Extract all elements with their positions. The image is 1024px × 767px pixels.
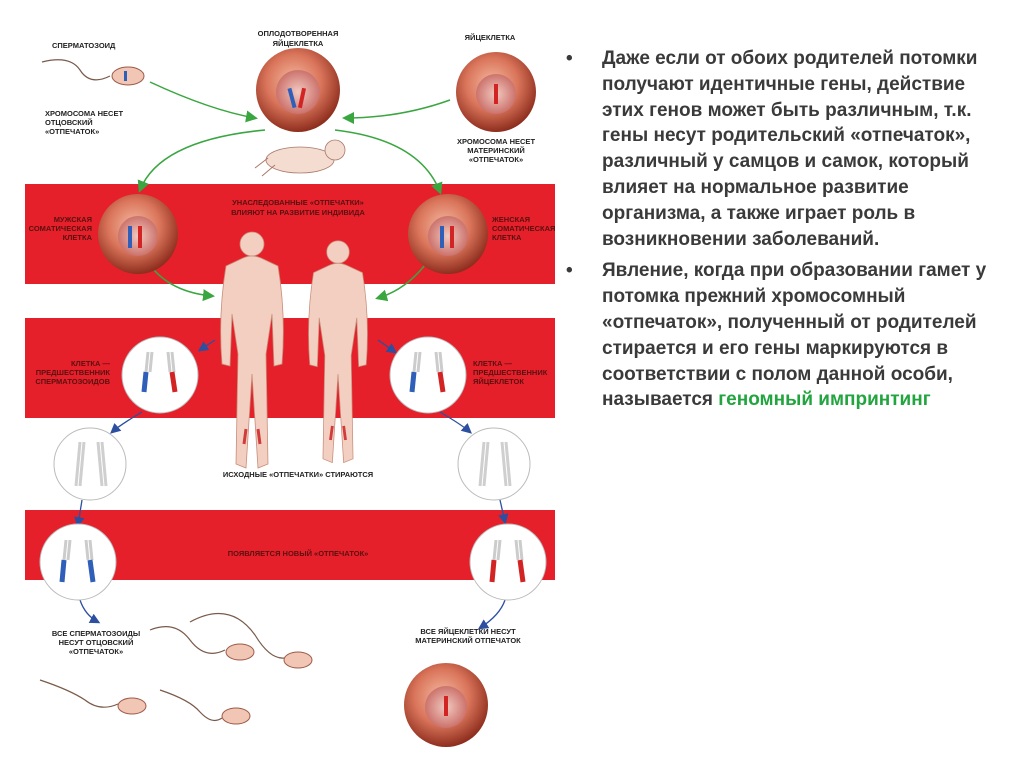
label-inherited-2: ВЛИЯЮТ НА РАЗВИТИЕ ИНДИВИДА	[231, 208, 365, 217]
arrow-zygote-to-female	[334, 129, 443, 195]
baby-illustration	[254, 139, 346, 177]
red-band-2	[25, 318, 555, 418]
zygote-cell	[256, 48, 340, 132]
genomic-imprinting-diagram: СПЕРМАТОЗОИД ХРОМОСОМА НЕСЕТ ОТЦОВСКИЙ «…	[25, 29, 555, 747]
egg-precursor-cell	[389, 336, 467, 414]
label-egg: ЯЙЦЕКЛЕТКА	[465, 33, 516, 42]
label-female-cell-2: СОМАТИЧЕСКАЯ	[492, 224, 555, 233]
label-all-sperm-2: НЕСУТ ОТЦОВСКИЙ	[59, 638, 134, 647]
label-zygote-2: ЯЙЦЕКЛЕТКА	[273, 39, 324, 48]
sperm-illustration	[41, 59, 145, 86]
label-maternal-3: «ОТПЕЧАТОК»	[469, 155, 523, 164]
label-sperm-precursor-2: ПРЕДШЕСТВЕННИК	[36, 368, 111, 377]
erased-cell-right	[457, 427, 531, 501]
egg-cell-bottom	[404, 663, 488, 747]
label-new-imprint: ПОЯВЛЯЕТСЯ НОВЫЙ «ОТПЕЧАТОК»	[228, 549, 369, 558]
label-male-cell-2: СОМАТИЧЕСКАЯ	[29, 224, 92, 233]
label-egg-precursor-3: ЯЙЦЕКЛЕТОК	[473, 377, 524, 386]
label-all-sperm-3: «ОТПЕЧАТОК»	[69, 647, 123, 656]
label-female-cell-1: ЖЕНСКАЯ	[491, 215, 530, 224]
bullet-2-text: Явление, когда при образовании гамет у п…	[602, 260, 987, 411]
arrow-precursor-to-erased-left	[110, 411, 143, 434]
label-erased: ИСХОДНЫЕ «ОТПЕЧАТКИ» СТИРАЮТСЯ	[223, 470, 373, 479]
sperm-group	[39, 612, 313, 725]
label-female-cell-3: КЛЕТКА	[492, 233, 522, 242]
label-egg-precursor-2: ПРЕДШЕСТВЕННИК	[473, 368, 548, 377]
arrow-zygote-to-male	[137, 129, 266, 193]
arrow-new-to-eggs	[477, 599, 506, 630]
arrow-female-cell-to-body	[375, 264, 426, 302]
sperm-precursor-cell	[121, 336, 199, 414]
bullet-1-text: Даже если от обоих родителей потомки пол…	[602, 48, 978, 250]
erased-cell-left	[53, 427, 127, 501]
bullet-symbol: •	[566, 260, 573, 282]
arrow-male-body-to-precursor	[197, 339, 216, 352]
label-sperm-precursor-1: КЛЕТКА —	[71, 359, 111, 368]
label-zygote-1: ОПЛОДОТВОРЕННАЯ	[258, 29, 339, 38]
label-paternal-1: ХРОМОСОМА НЕСЕТ	[45, 109, 123, 118]
arrow-egg-to-zygote	[342, 99, 451, 124]
label-all-eggs-1: ВСЕ ЯЙЦЕКЛЕТКИ НЕСУТ	[420, 627, 516, 636]
bullet-list: • Даже если от обоих родителей потомки п…	[566, 46, 1006, 413]
text-panel: • Даже если от обоих родителей потомки п…	[566, 46, 1006, 419]
arrow-female-body-to-precursor	[377, 339, 398, 354]
label-egg-precursor-1: КЛЕТКА —	[473, 359, 513, 368]
male-figure	[219, 230, 285, 470]
female-somatic-cell	[408, 194, 488, 274]
bullet-symbol: •	[566, 48, 573, 69]
label-paternal-3: «ОТПЕЧАТОК»	[45, 127, 99, 136]
label-maternal-1: ХРОМОСОМА НЕСЕТ	[457, 137, 535, 146]
arrow-sperm-to-zygote	[149, 81, 258, 123]
arrow-erased-to-new-left	[74, 499, 85, 528]
egg-cell	[456, 52, 536, 132]
female-figure	[307, 239, 369, 464]
arrow-erased-to-new-right	[498, 499, 509, 525]
new-imprint-cell-right	[469, 523, 547, 601]
label-all-eggs-2: МАТЕРИНСКИЙ ОТПЕЧАТОК	[415, 636, 521, 645]
label-male-cell-3: КЛЕТКА	[63, 233, 93, 242]
male-somatic-cell	[98, 194, 178, 274]
label-inherited-1: УНАСЛЕДОВАННЫЕ «ОТПЕЧАТКИ»	[232, 198, 364, 207]
new-imprint-cell-left	[39, 523, 117, 601]
arrow-new-to-sperm	[79, 599, 101, 624]
label-sperm-precursor-3: СПЕРМАТОЗОИДОВ	[35, 377, 110, 386]
bullet-item-2: • Явление, когда при образовании гамет у…	[566, 258, 1006, 413]
label-male-cell-1: МУЖСКАЯ	[54, 215, 92, 224]
label-sperm: СПЕРМАТОЗОИД	[52, 41, 116, 50]
term-genomic-imprinting: геномный импринтинг	[718, 389, 931, 411]
label-maternal-2: МАТЕРИНСКИЙ	[467, 146, 524, 155]
arrow-precursor-to-erased-right	[439, 411, 472, 434]
label-all-sperm-1: ВСЕ СПЕРМАТОЗОИДЫ	[52, 629, 140, 638]
bullet-item-1: • Даже если от обоих родителей потомки п…	[566, 46, 1006, 252]
label-paternal-2: ОТЦОВСКИЙ	[45, 118, 93, 127]
